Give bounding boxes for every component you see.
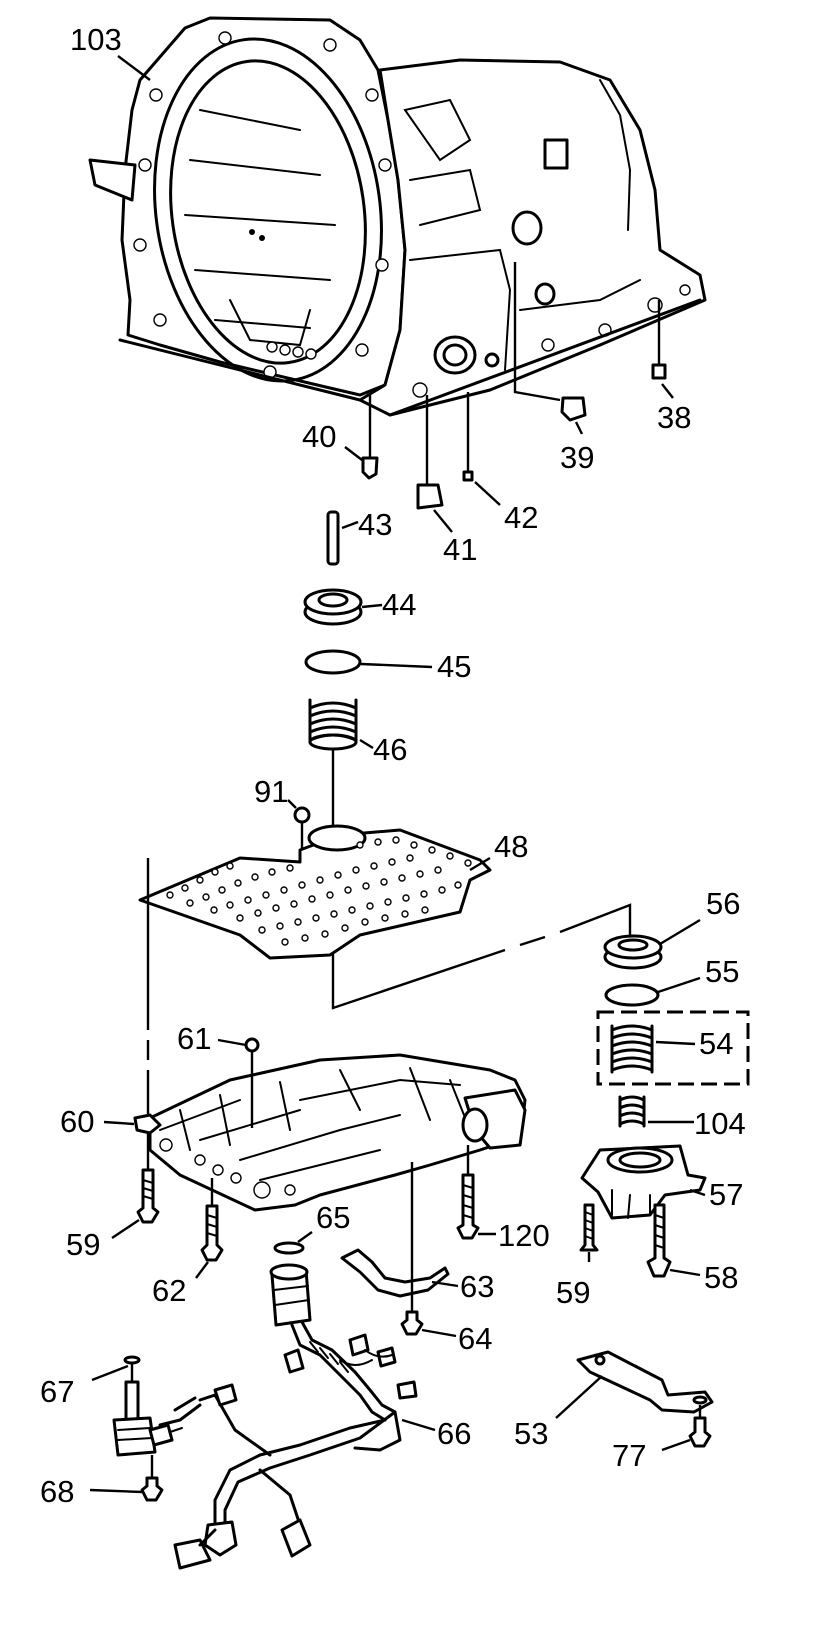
callout-59-left: 59 [66,1227,100,1262]
transmission-case [88,16,707,417]
callout-61: 61 [177,1021,211,1056]
callout-62: 62 [152,1273,186,1308]
callout-group-case: 103 38 39 40 41 42 [70,22,691,567]
part-39-bolt [560,396,587,422]
callout-64: 64 [458,1321,492,1356]
callout-43: 43 [358,507,392,542]
callout-91: 91 [254,774,288,809]
part-68-bolt [89,1455,164,1502]
spacer-plate-holes [166,836,472,946]
callout-65: 65 [316,1200,350,1235]
part-46-spring [308,698,374,751]
part-59-bolt-right [579,1203,599,1262]
spacer-plate [138,799,492,960]
callout-46: 46 [373,732,407,767]
part-120-bolt [456,1145,496,1240]
callout-55: 55 [705,954,739,989]
accumulator-stack: 43 44 45 46 [303,507,471,835]
kit-box-54 [596,1010,750,1086]
callout-38: 38 [657,400,691,435]
part-41-fitting [416,483,444,510]
part-62-bolt [195,1178,224,1279]
callout-39: 39 [560,440,594,475]
callout-63: 63 [460,1269,494,1304]
callout-48: 48 [494,829,528,864]
part-56-piston [603,918,701,970]
part-38-plug [651,363,667,380]
part-60-clip [133,1113,162,1135]
callout-45: 45 [437,649,471,684]
callout-77: 77 [612,1438,646,1473]
part-61-pin-head [244,1037,260,1053]
callout-58: 58 [704,1260,738,1295]
part-91-check-ball [293,806,311,824]
callout-66: 66 [437,1416,471,1451]
callout-120: 120 [498,1218,550,1253]
part-43-pin [326,510,340,566]
part-58-bolt [646,1203,701,1278]
part-104-spring [618,1095,694,1128]
part-63-bracket [340,1162,459,1312]
callout-53: 53 [514,1416,548,1451]
part-45-seal [304,649,433,675]
part-54-spring [610,1024,696,1074]
part-67-solenoid [91,1355,183,1457]
part-65-clip [273,1231,313,1255]
part-77-bolt [661,1405,712,1452]
part-42-plug [462,470,474,482]
part-40-pin [361,456,379,480]
part-44-piston [303,588,383,626]
part-59-bolt-left [111,1168,160,1239]
callout-44: 44 [382,587,416,622]
part-66-wiring-harness [158,1263,436,1570]
callout-67: 67 [40,1374,74,1409]
callout-59-right: 59 [556,1275,590,1310]
part-57-accumulator-housing [580,1144,707,1220]
callout-103: 103 [70,22,122,57]
part-55-seal [604,976,701,1007]
callout-40: 40 [302,419,336,454]
right-accumulator-stack: 56 55 54 104 57 59 [556,886,750,1310]
callout-56: 56 [706,886,740,921]
callout-41: 41 [443,532,477,567]
callout-68: 68 [40,1474,74,1509]
callout-42: 42 [504,500,538,535]
callout-54: 54 [699,1026,733,1061]
callout-104: 104 [694,1106,746,1141]
part-64-bolt [400,1310,457,1338]
callout-60: 60 [60,1104,94,1139]
part-53-bracket [555,1350,714,1419]
callout-57: 57 [709,1177,743,1212]
valve-body [103,1037,527,1212]
